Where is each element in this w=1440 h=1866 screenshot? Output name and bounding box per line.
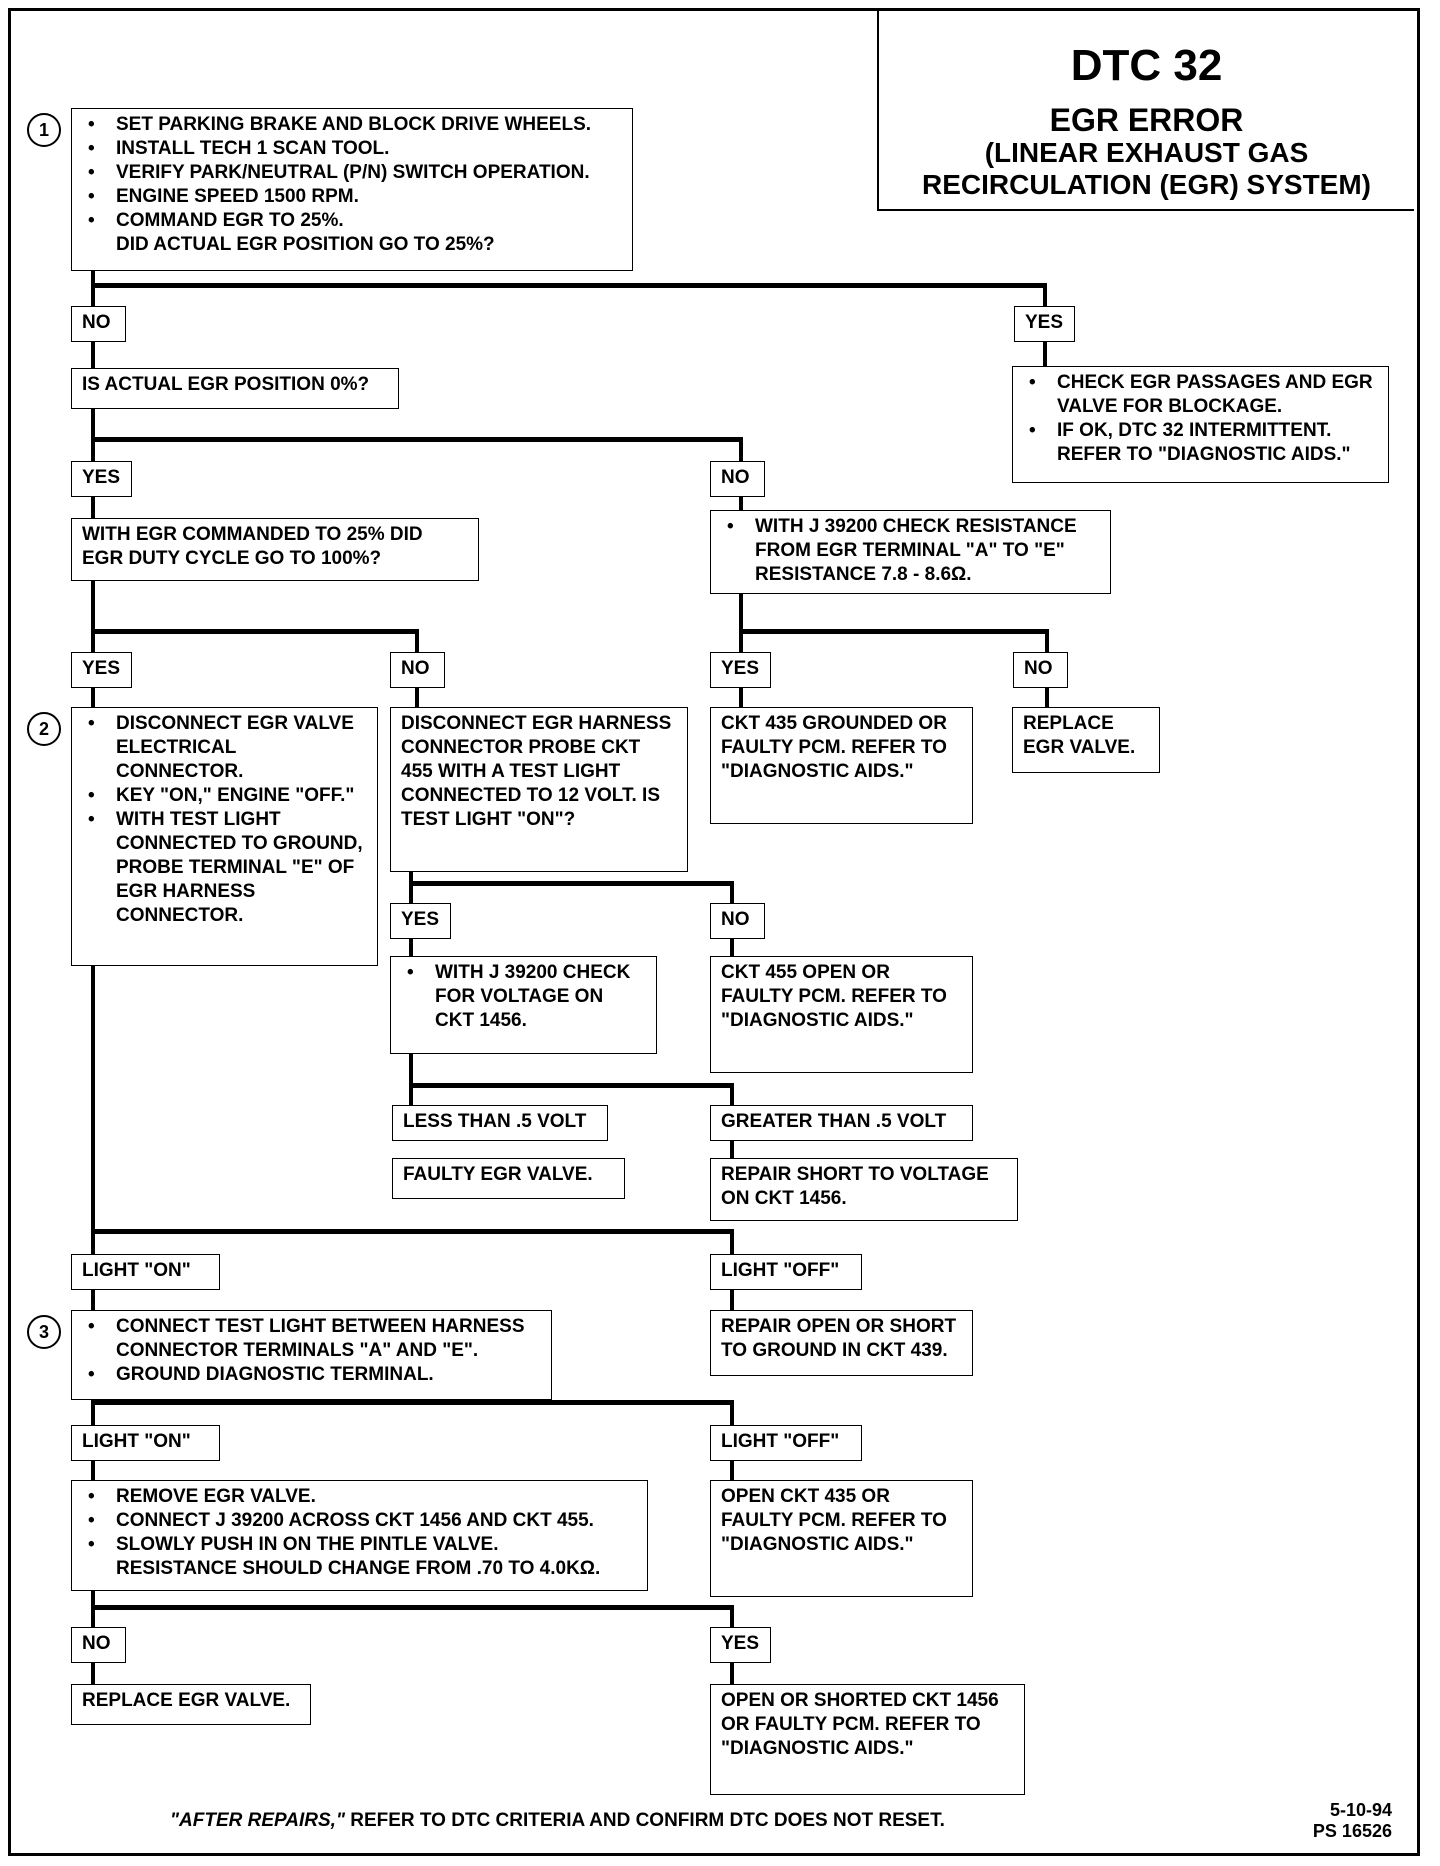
remove-valve-item: REMOVE EGR VALVE. (82, 1485, 637, 1509)
branch-line (91, 283, 1047, 288)
step2-box: DISCONNECT EGR VALVE ELECTRICAL CONNECTO… (71, 707, 378, 966)
label-yes: YES (71, 652, 132, 688)
title-line3: RECIRCULATION (EGR) SYSTEM) (921, 169, 1372, 200)
step2-item: DISCONNECT EGR VALVE ELECTRICAL CONNECTO… (82, 712, 367, 784)
replace-egr-valve-box: REPLACE EGR VALVE. (1012, 707, 1160, 773)
step1-item: SET PARKING BRAKE AND BLOCK DRIVE WHEELS… (82, 113, 622, 137)
main-trunk-line (91, 268, 95, 1718)
dtc-code: DTC 32 (1070, 41, 1223, 90)
label-greater-than: GREATER THAN .5 VOLT (710, 1105, 973, 1141)
ckt435-grounded-box: CKT 435 GROUNDED OR FAULTY PCM. REFER TO… (710, 707, 973, 824)
branch-line (91, 1400, 734, 1405)
branch-line (91, 1229, 734, 1234)
remove-valve-box: REMOVE EGR VALVE. CONNECT J 39200 ACROSS… (71, 1480, 648, 1591)
label-no: NO (710, 903, 765, 939)
step-number-2: 2 (27, 712, 61, 746)
step1-question: DID ACTUAL EGR POSITION GO TO 25%? (116, 234, 495, 255)
open-shorted-1456-box: OPEN OR SHORTED CKT 1456 OR FAULTY PCM. … (710, 1684, 1025, 1795)
step2-item: WITH TEST LIGHT CONNECTED TO GROUND, PRO… (82, 808, 367, 928)
label-no: NO (71, 1627, 126, 1663)
branch-line (409, 881, 734, 886)
step1-item: VERIFY PARK/NEUTRAL (P/N) SWITCH OPERATI… (82, 161, 622, 185)
branch-line (409, 1083, 734, 1088)
label-yes: YES (390, 903, 451, 939)
footer-note: "AFTER REPAIRS," REFER TO DTC CRITERIA A… (170, 1810, 945, 1832)
ps-number: PS 16526 (1312, 1821, 1392, 1841)
label-yes: YES (710, 1627, 771, 1663)
question-position-zero: IS ACTUAL EGR POSITION 0%? (71, 368, 399, 409)
check-resistance-text: WITH J 39200 CHECK RESISTANCE FROM EGR T… (721, 515, 1100, 587)
check-passages-item: IF OK, DTC 32 INTERMITTENT. REFER TO "DI… (1023, 419, 1378, 467)
page-frame (8, 8, 1420, 1856)
title-block: DTC 32 EGR ERROR (LINEAR EXHAUST GAS REC… (877, 11, 1414, 211)
step1-item: INSTALL TECH 1 SCAN TOOL. (82, 137, 622, 161)
label-no: NO (390, 652, 445, 688)
check-passages-box: CHECK EGR PASSAGES AND EGR VALVE FOR BLO… (1012, 366, 1389, 483)
check-resistance-box: WITH J 39200 CHECK RESISTANCE FROM EGR T… (710, 510, 1111, 594)
remove-valve-item: CONNECT J 39200 ACROSS CKT 1456 AND CKT … (82, 1509, 637, 1533)
check-voltage-text: WITH J 39200 CHECK FOR VOLTAGE ON CKT 14… (401, 961, 646, 1033)
remove-valve-item: SLOWLY PUSH IN ON THE PINTLE VALVE. (82, 1533, 637, 1557)
date-stamp: 5-10-94 PS 16526 (1313, 1800, 1392, 1842)
date-text: 5-10-94 (1329, 1800, 1392, 1820)
step1-item: ENGINE SPEED 1500 RPM. (82, 185, 622, 209)
step-number-1: 1 (27, 113, 61, 147)
label-yes: YES (1014, 306, 1075, 342)
branch-line (91, 1605, 734, 1610)
faulty-egr-valve-box: FAULTY EGR VALVE. (392, 1158, 625, 1199)
branch-line (739, 629, 1049, 634)
step1-item: COMMAND EGR TO 25%. (82, 209, 622, 233)
step3-item: GROUND DIAGNOSTIC TERMINAL. (82, 1363, 541, 1387)
label-no: NO (71, 306, 126, 342)
label-yes: YES (71, 461, 132, 497)
label-no: NO (1013, 652, 1068, 688)
step3-item: CONNECT TEST LIGHT BETWEEN HARNESS CONNE… (82, 1315, 541, 1363)
open-ckt435-box: OPEN CKT 435 OR FAULTY PCM. REFER TO "DI… (710, 1480, 973, 1597)
label-light-off: LIGHT "OFF" (710, 1254, 862, 1290)
label-less-than: LESS THAN .5 VOLT (392, 1105, 608, 1141)
question-duty-cycle: WITH EGR COMMANDED TO 25% DID EGR DUTY C… (71, 518, 479, 581)
replace-egr-valve-box-2: REPLACE EGR VALVE. (71, 1684, 311, 1725)
title-line2: (LINEAR EXHAUST GAS (984, 137, 1309, 168)
step2-item: KEY "ON," ENGINE "OFF." (82, 784, 367, 808)
footer-rest: REFER TO DTC CRITERIA AND CONFIRM DTC DO… (344, 1810, 945, 1831)
remove-valve-note: RESISTANCE SHOULD CHANGE FROM .70 TO 4.0… (116, 1558, 601, 1579)
step3-box: CONNECT TEST LIGHT BETWEEN HARNESS CONNE… (71, 1310, 552, 1400)
label-light-on: LIGHT "ON" (71, 1254, 220, 1290)
check-passages-item: CHECK EGR PASSAGES AND EGR VALVE FOR BLO… (1023, 371, 1378, 419)
label-light-off: LIGHT "OFF" (710, 1425, 862, 1461)
footer-emph: "AFTER REPAIRS," (170, 1810, 345, 1831)
branch-line (739, 590, 743, 710)
step-number-3: 3 (27, 1315, 61, 1349)
branch-line (91, 437, 743, 442)
branch-line (91, 629, 419, 634)
label-light-on: LIGHT "ON" (71, 1425, 220, 1461)
repair-open-short-box: REPAIR OPEN OR SHORT TO GROUND IN CKT 43… (710, 1310, 973, 1376)
step1-box: SET PARKING BRAKE AND BLOCK DRIVE WHEELS… (71, 108, 633, 271)
label-yes: YES (710, 652, 771, 688)
ckt455-open-box: CKT 455 OPEN OR FAULTY PCM. REFER TO "DI… (710, 956, 973, 1073)
repair-short-voltage-box: REPAIR SHORT TO VOLTAGE ON CKT 1456. (710, 1158, 1018, 1221)
title-line1: EGR ERROR (1049, 102, 1244, 138)
check-voltage-box: WITH J 39200 CHECK FOR VOLTAGE ON CKT 14… (390, 956, 657, 1054)
label-no: NO (710, 461, 765, 497)
disconnect-harness-box: DISCONNECT EGR HARNESS CONNECTOR PROBE C… (390, 707, 688, 872)
